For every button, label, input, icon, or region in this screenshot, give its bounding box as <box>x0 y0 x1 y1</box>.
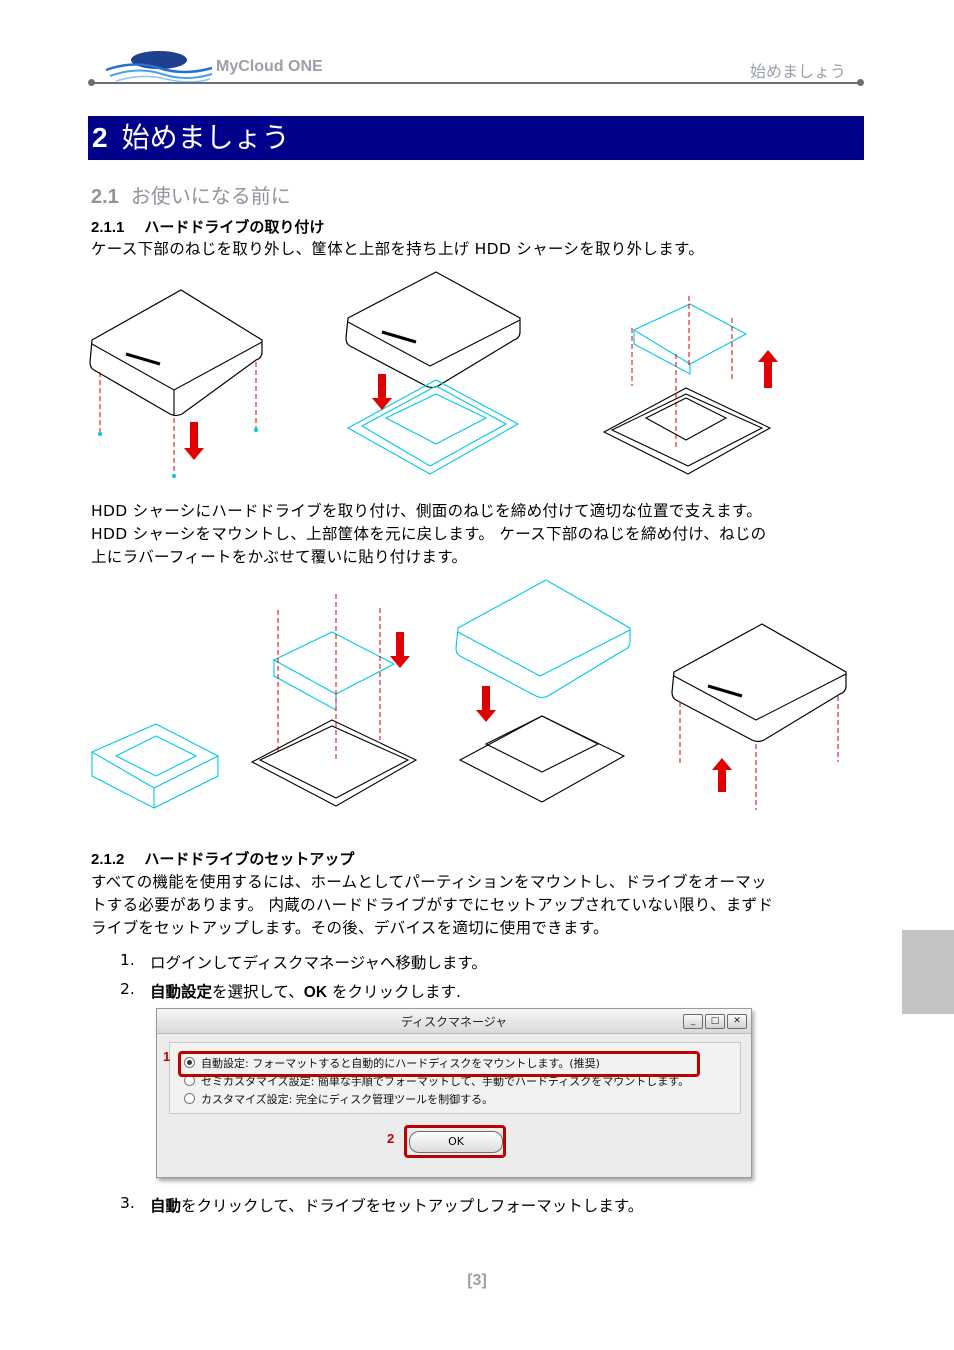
illustration-disassembly <box>89 271 778 478</box>
section-heading-2-1: 2.1 お使いになる前に <box>91 180 291 209</box>
highlight-box-ok <box>404 1125 506 1158</box>
dialog-titlebar: ディスクマネージャ _ □ ✕ <box>157 1009 751 1034</box>
mount-chassis-figure <box>455 579 631 803</box>
option-label: セミカスタマイズ設定: 簡単な手順でフォーマットして、手動でハードディスクをマウ… <box>201 1075 690 1088</box>
ok-button[interactable]: OK <box>409 1131 503 1153</box>
header-rule-dot-left <box>88 79 95 86</box>
setup-options-group: 自動設定: フォーマットすると自動的にハードディスクをマウントします。(推奨) … <box>169 1042 741 1114</box>
step-text: 自動をクリックして、ドライブをセットアップしフォーマットします。 <box>150 1194 643 1216</box>
option-label: 自動設定: フォーマットすると自動的にハードディスクをマウントします。(推奨) <box>201 1057 600 1070</box>
paragraph-remove-chassis: ケース下部のねじを取り外し、筐体と上部を持ち上げ HDD シャーシを取り外します… <box>91 240 705 258</box>
step-number: 2. <box>120 980 135 998</box>
callout-marker-1: 1 <box>163 1049 171 1064</box>
chapter-banner: 2 始めましょう <box>88 116 864 160</box>
minimize-icon[interactable]: _ <box>683 1014 703 1029</box>
subsection-number: 2.1.2 <box>91 851 125 868</box>
section-title: お使いになる前に <box>130 184 291 208</box>
step-item: 3. 自動をクリックして、ドライブをセットアップしフォーマットします。 <box>120 1194 820 1216</box>
chapter-title: 始めましょう <box>121 121 290 154</box>
close-icon[interactable]: ✕ <box>727 1014 747 1029</box>
hard-drive-figure <box>90 723 220 809</box>
dialog-title: ディスクマネージャ <box>400 1015 508 1029</box>
highlight-box-option <box>178 1051 700 1077</box>
subsection-heading-2-1-2: 2.1.2 ハードドライブのセットアップ <box>91 848 354 869</box>
disk-manager-dialog: ディスクマネージャ _ □ ✕ 自動設定: フォーマットすると自動的にハードディ… <box>156 1008 752 1178</box>
assembled-device-figure <box>671 623 847 810</box>
step-bold: 自動 <box>150 1197 182 1215</box>
closed-device-figure <box>89 289 263 478</box>
paragraph-line: HDD シャーシにハードドライブを取り付け、側面のねじを締め付けて適切な位置で支… <box>91 502 763 520</box>
callout-marker-2: 2 <box>387 1131 395 1146</box>
paragraph-line: HDD シャーシをマウントし、上部筐体を元に戻します。 ケース下部のねじを締め付… <box>91 525 767 543</box>
step-text-part: をクリックします. <box>327 983 461 1001</box>
drive-into-chassis-figure <box>250 594 418 807</box>
step-text-part: をクリックして、ドライブをセットアップしフォーマットします。 <box>181 1197 644 1215</box>
option-auto-setup[interactable]: 自動設定: フォーマットすると自動的にハードディスクをマウントします。(推奨) <box>184 1055 600 1071</box>
radio-selected-icon[interactable] <box>184 1057 195 1068</box>
page-number: [3] <box>467 1272 487 1289</box>
step-item: 2. 自動設定を選択して、OK をクリックします. <box>120 980 720 1002</box>
paragraph-line: すべての機能を使用するには、ホームとしてパーティションをマウントし、ドライブをオ… <box>91 873 767 891</box>
step-number: 3. <box>120 1194 135 1212</box>
chassis-removed-figure <box>602 296 778 475</box>
step-text-part: を選択して、 <box>212 983 304 1001</box>
option-custom-setup[interactable]: カスタマイズ設定: 完全にディスク管理ツールを制御する。 <box>184 1091 493 1107</box>
subsection-title: ハードドライブの取り付け <box>144 218 325 236</box>
chapter-number: 2 <box>92 122 108 153</box>
step-bold: 自動設定 <box>150 983 213 1001</box>
akitio-logo <box>105 51 213 83</box>
section-number: 2.1 <box>91 186 119 208</box>
step-bold: OK <box>303 984 328 1001</box>
header-rule-dot-right <box>857 79 864 86</box>
step-text: 自動設定を選択して、OK をクリックします. <box>150 980 461 1002</box>
header-chapter-title: 始めましょう <box>749 62 846 81</box>
radio-icon[interactable] <box>184 1093 195 1104</box>
step-text: ログインしてディスクマネージャへ移動します。 <box>150 954 487 972</box>
option-label: カスタマイズ設定: 完全にディスク管理ツールを制御する。 <box>201 1093 494 1106</box>
subsection-title: ハードドライブのセットアップ <box>144 850 355 868</box>
paragraph-line: トする必要があります。 内蔵のハードドライブがすでにセットアップされていない限り… <box>91 896 774 914</box>
paragraph-install-drive: HDD シャーシにハードドライブを取り付け、側面のねじを締め付けて適切な位置で支… <box>91 500 863 569</box>
subsection-heading-2-1-1: 2.1.1 ハードドライブの取り付け <box>91 216 324 237</box>
paragraph-drive-setup: すべての機能を使用するには、ホームとしてパーティションをマウントし、ドライブをオ… <box>91 871 863 940</box>
paragraph-line: 上にラバーフィートをかぶせて覆いに貼り付けます。 <box>91 548 468 566</box>
step-number: 1. <box>120 951 135 969</box>
subsection-number: 2.1.1 <box>91 219 125 236</box>
side-thumb-tab <box>902 930 954 1014</box>
paragraph-line: ライブをセットアップします。その後、デバイスを適切に使用できます。 <box>91 919 609 937</box>
header-rule <box>92 82 860 84</box>
illustration-assembly <box>90 579 847 810</box>
header-product-name: MyCloud ONE <box>216 58 323 75</box>
lifted-enclosure-figure <box>345 271 521 475</box>
maximize-icon[interactable]: □ <box>705 1014 725 1029</box>
step-item: 1. ログインしてディスクマネージャへ移動します。 <box>120 951 720 973</box>
